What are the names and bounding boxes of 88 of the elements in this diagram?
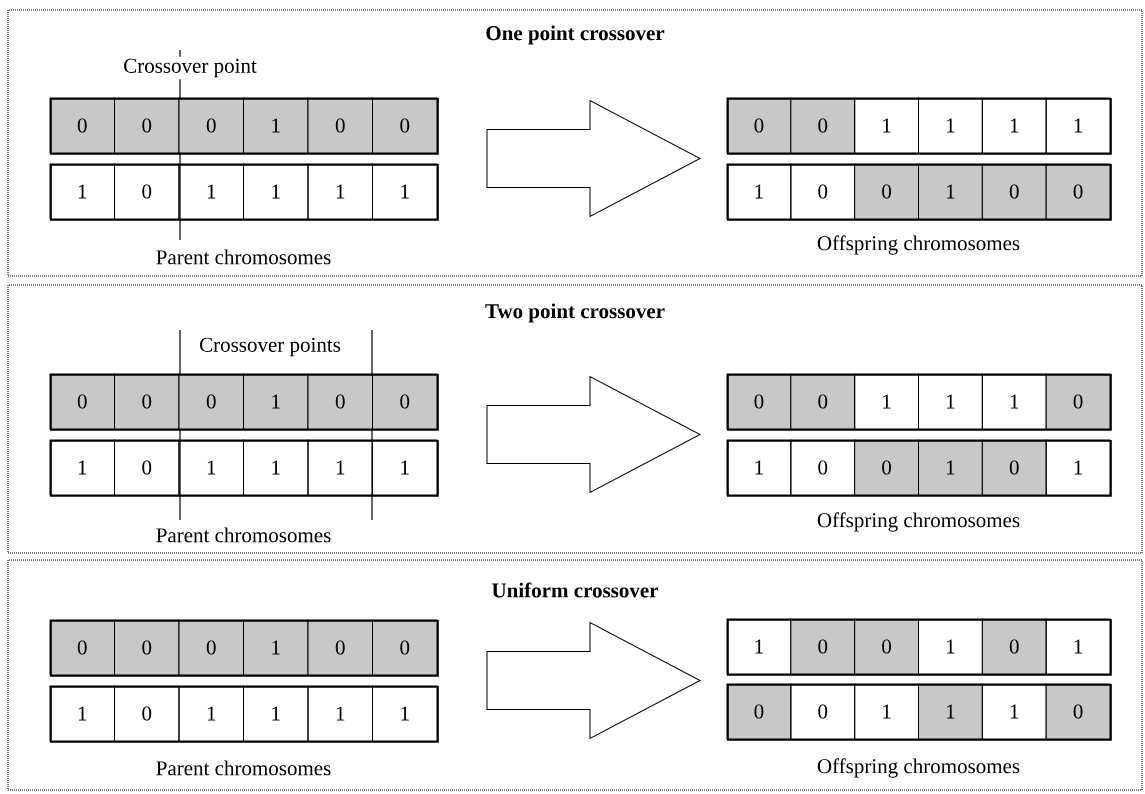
chromosome-bar	[50, 98, 439, 155]
block-arrow	[486, 100, 701, 217]
gene-cell: 0	[49, 619, 115, 676]
gene-cell: 1	[372, 439, 438, 496]
block-arrow	[486, 376, 701, 493]
gene-cell: 1	[307, 685, 373, 742]
gene-cell: 0	[307, 373, 373, 430]
gene-cell: 1	[854, 97, 919, 154]
gene-cell: 1	[49, 439, 115, 496]
gene-cell: 1	[726, 439, 792, 496]
chromosome-bar	[727, 684, 1112, 741]
chromosome-bar	[50, 440, 439, 497]
gene-cell: 1	[726, 163, 792, 220]
gene-cell: 0	[1045, 163, 1111, 220]
gene-cell: 1	[918, 163, 983, 220]
gene-cell: 1	[981, 97, 1047, 154]
gene-cell: 0	[726, 373, 792, 430]
chromosome-bar	[727, 440, 1112, 497]
gene-cell: 1	[178, 439, 244, 496]
gene-cell: 1	[243, 97, 309, 154]
gene-cell: 1	[372, 163, 438, 220]
gene-cell: 0	[726, 683, 792, 740]
gene-cell: 0	[114, 685, 180, 742]
node-label: Parent chromosomes	[156, 527, 331, 543]
chromosome-bar	[727, 98, 1112, 155]
gene-cell: 1	[243, 685, 309, 742]
gene-cell: 1	[49, 685, 115, 742]
crossover-label: Crossover points	[197, 335, 343, 359]
node-label: Offspring chromosomes	[817, 235, 1020, 255]
chromosome-bar	[727, 164, 1112, 221]
gene-cell: 0	[790, 618, 856, 675]
chromosome-bar	[50, 620, 439, 677]
gene-cell: 1	[918, 683, 983, 740]
gene-cell: 1	[178, 685, 244, 742]
gene-cell: 0	[726, 97, 792, 154]
gene-cell: 1	[243, 619, 309, 676]
node-label: Offspring chromosomes	[817, 758, 1020, 778]
gene-cell: 0	[854, 618, 919, 675]
gene-cell: 0	[114, 163, 180, 220]
gene-cell: 0	[981, 163, 1047, 220]
chromosome-bar	[727, 374, 1112, 431]
gene-cell: 1	[918, 439, 983, 496]
gene-cell: 0	[49, 373, 115, 430]
gene-cell: 1	[1045, 618, 1111, 675]
gene-cell: 0	[178, 97, 244, 154]
block-arrow	[486, 622, 701, 739]
gene-cell: 1	[1045, 439, 1111, 496]
node-label: Parent chromosomes	[156, 249, 331, 265]
gene-cell: 0	[372, 97, 438, 154]
gene-cell: 0	[981, 439, 1047, 496]
gene-cell: 0	[790, 373, 856, 430]
gene-cell: 1	[178, 163, 244, 220]
gene-cell: 0	[307, 619, 373, 676]
gene-cell: 0	[854, 439, 919, 496]
crossover-label: Crossover point	[121, 56, 259, 80]
node-label: Offspring chromosomes	[817, 512, 1020, 532]
gene-cell: 0	[178, 619, 244, 676]
gene-cell: 1	[49, 163, 115, 220]
gene-cell: 1	[243, 439, 309, 496]
gene-cell: 0	[114, 97, 180, 154]
gene-cell: 0	[854, 163, 919, 220]
gene-cell: 1	[854, 373, 919, 430]
gene-cell: 0	[790, 97, 856, 154]
gene-cell: 1	[243, 163, 309, 220]
gene-cell: 0	[114, 619, 180, 676]
chromosome-bar	[727, 619, 1112, 676]
gene-cell: 0	[372, 619, 438, 676]
chromosome-bar	[50, 164, 439, 221]
gene-cell: 0	[981, 618, 1047, 675]
gene-cell: 0	[1045, 373, 1111, 430]
gene-cell: 0	[372, 373, 438, 430]
gene-cell: 1	[372, 685, 438, 742]
gene-cell: 0	[1045, 683, 1111, 740]
node-label: Parent chromosomes	[156, 760, 331, 776]
gene-cell: 1	[918, 97, 983, 154]
gene-cell: 1	[243, 373, 309, 430]
gene-cell: 0	[49, 97, 115, 154]
gene-cell: 1	[918, 373, 983, 430]
chromosome-bar	[50, 374, 439, 431]
gene-cell: 0	[178, 373, 244, 430]
gene-cell: 0	[307, 97, 373, 154]
gene-cell: 0	[790, 683, 856, 740]
chromosome-bar	[50, 686, 439, 743]
gene-cell: 1	[1045, 97, 1111, 154]
gene-cell: 1	[307, 163, 373, 220]
gene-cell: 0	[114, 439, 180, 496]
gene-cell: 1	[307, 439, 373, 496]
gene-cell: 0	[114, 373, 180, 430]
